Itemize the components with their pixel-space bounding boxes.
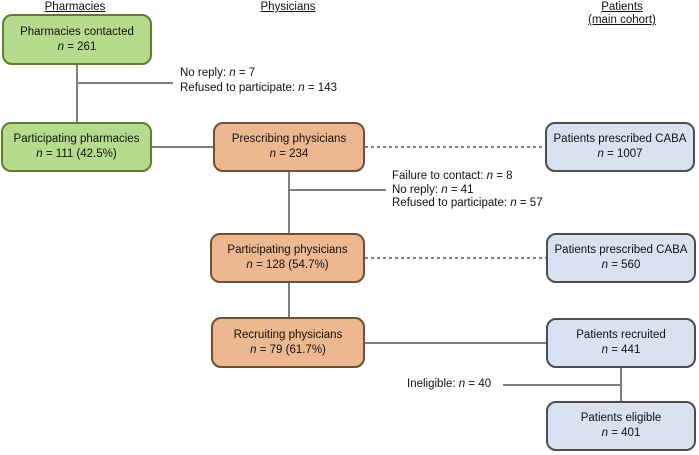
connector-physician-exclusions-branch [288,189,386,191]
box-pharmacies-contacted: Pharmacies contacted n = 261 [2,14,152,65]
box-physicians-recruiting: Recruiting physicians n = 79 (61.7%) [211,317,365,368]
box-count: n = 79 (61.7%) [250,343,326,356]
n-symbol: n [441,183,448,196]
box-title: Patients recruited [576,329,666,341]
box-count: n = 261 [57,40,97,53]
n-symbol: n [246,259,253,271]
connector-physicians-vertical-2 [288,283,290,317]
box-physicians-participating: Participating physicians n = 128 (54.7%) [210,233,365,283]
annotation-line: Refused to participate: n = 143 [180,81,337,94]
annotation-line: Failure to contact: n = 8 [392,170,513,182]
box-physicians-prescribing: Prescribing physicians n = 234 [213,122,365,172]
column-header-patients: Patients (main cohort) [557,1,687,27]
annotation-line: No reply: n = 41 [392,183,474,196]
n-symbol: n [510,197,517,209]
box-title: Pharmacies contacted [20,25,134,38]
column-header-pharmacies: Pharmacies [10,1,140,14]
annotation-line: No reply: n = 7 [180,67,256,79]
header-patients-sublabel: (main cohort) [588,14,656,26]
connector-dotted-prescribing-to-patients [365,146,545,148]
box-patients-recruited: Patients recruited n = 441 [546,318,696,368]
annotation-line: Ineligible: n = 40 [407,378,492,390]
header-pharmacies-label: Pharmacies [44,1,106,13]
connector-physicians-vertical-1 [288,172,290,233]
box-title: Participating physicians [227,244,348,256]
box-patients-prescribed-sub: Patients prescribed CABA n = 560 [546,233,696,283]
column-header-physicians: Physicians [223,1,353,14]
n-symbol: n [601,427,609,439]
connector-recruiting-to-recruited [365,342,546,344]
n-symbol: n [458,378,466,390]
n-symbol: n [250,343,257,356]
box-count: n = 401 [601,427,641,439]
box-title: Patients eligible [580,412,662,424]
box-pharmacies-participating: Participating pharmacies n = 111 (42.5%) [1,122,152,172]
n-symbol: n [36,148,43,160]
box-count: n = 441 [601,344,641,356]
box-title: Patients prescribed CABA [553,133,687,145]
connector-dotted-participating-to-patients [365,257,546,259]
box-title: Prescribing physicians [231,133,347,145]
box-count: n = 1007 [597,148,643,160]
n-symbol: n [601,344,609,356]
n-symbol: n [269,148,277,160]
connector-pharmacy-exclusions-branch [76,82,173,84]
n-symbol: n [298,81,305,94]
connector-pharmacies-vertical [76,65,78,122]
box-count: n = 111 (42.5%) [36,148,117,160]
header-patients-label: Patients [601,1,643,13]
n-symbol: n [229,67,236,79]
box-count: n = 128 (54.7%) [246,259,329,271]
header-physicians-label: Physicians [260,1,316,13]
box-patients-prescribed-main: Patients prescribed CABA n = 1007 [545,122,695,172]
n-symbol: n [597,148,604,160]
connector-ineligible-branch [503,384,622,386]
annotation-patient-exclusions: Ineligible: n = 40 [407,378,491,390]
box-count: n = 234 [269,148,309,160]
box-patients-eligible: Patients eligible n = 401 [546,401,696,451]
box-count: n = 560 [601,259,641,271]
box-title: Recruiting physicians [233,328,343,341]
box-title: Patients prescribed CABA [554,244,688,256]
annotation-physician-exclusions: Failure to contact: n = 8 No reply: n = … [392,170,543,211]
n-symbol: n [57,40,65,53]
annotation-pharmacy-exclusions: No reply: n = 7 Refused to participate: … [180,66,337,95]
n-symbol: n [486,170,494,182]
connector-pharmacies-to-physicians [152,146,213,148]
n-symbol: n [601,259,609,271]
box-title: Participating pharmacies [13,133,140,145]
annotation-line: Refused to participate: n = 57 [392,197,543,209]
